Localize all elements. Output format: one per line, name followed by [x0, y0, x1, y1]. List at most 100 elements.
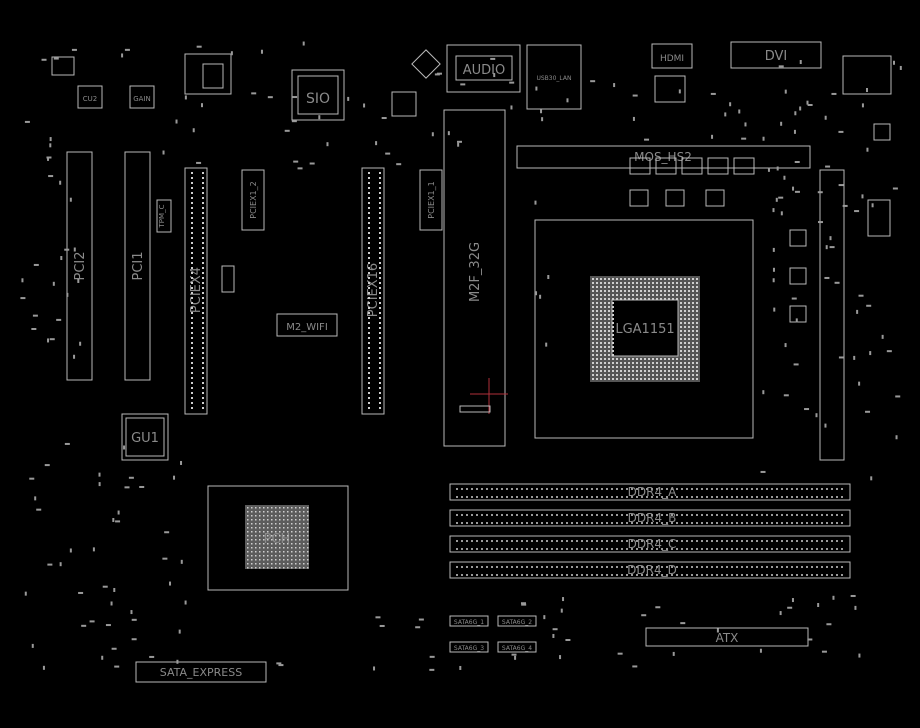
- pad: [379, 252, 381, 254]
- pad: [379, 297, 381, 299]
- pad: [616, 362, 618, 364]
- pad: [287, 567, 289, 569]
- pad: [612, 278, 614, 280]
- m2-slot: M2F_32G: [443, 109, 508, 447]
- pad: [626, 488, 628, 490]
- label-usb-lan: USB30_LAN: [536, 75, 571, 82]
- pad: [604, 366, 606, 368]
- pad: [661, 574, 663, 576]
- pad: [684, 302, 686, 304]
- pad: [259, 511, 261, 513]
- pad: [816, 522, 818, 524]
- bottom-connectors: ATX SATA_EXPRESS SATA6G_1 SATA6G_2 SATA6…: [135, 615, 809, 683]
- pad: [666, 496, 668, 498]
- pad: [604, 310, 606, 312]
- pad: [636, 290, 638, 292]
- pad: [263, 555, 265, 557]
- pad: [191, 347, 193, 349]
- pad: [202, 362, 204, 364]
- pad: [275, 523, 277, 525]
- pad: [531, 522, 533, 524]
- pad: [869, 351, 872, 356]
- pad: [801, 514, 803, 516]
- pad: [596, 548, 598, 550]
- pad: [612, 362, 614, 364]
- pad: [620, 378, 622, 380]
- pad: [644, 378, 646, 380]
- pad: [275, 527, 277, 529]
- pad: [552, 628, 558, 631]
- pad: [283, 543, 285, 545]
- pad: [379, 342, 381, 344]
- pad: [456, 548, 458, 550]
- pad: [255, 531, 257, 533]
- pad: [771, 574, 773, 576]
- pad: [692, 370, 694, 372]
- pad: [821, 496, 823, 498]
- pad: [259, 543, 261, 545]
- pad: [78, 591, 84, 594]
- pad: [696, 522, 698, 524]
- pad: [279, 507, 281, 509]
- pad: [621, 496, 623, 498]
- pad: [586, 496, 588, 498]
- pad: [783, 175, 786, 180]
- pad: [684, 334, 686, 336]
- pad: [481, 514, 483, 516]
- pad: [646, 514, 648, 516]
- pad: [612, 366, 614, 368]
- pad: [672, 378, 674, 380]
- pad: [624, 378, 626, 380]
- pad: [640, 370, 642, 372]
- pad: [841, 566, 843, 568]
- pad: [666, 540, 668, 542]
- pad: [536, 574, 538, 576]
- pad: [247, 547, 249, 549]
- pad: [283, 567, 285, 569]
- pad: [105, 624, 111, 627]
- pad: [604, 294, 606, 296]
- pad: [692, 366, 694, 368]
- pad: [586, 522, 588, 524]
- pad: [726, 496, 728, 498]
- pad: [271, 555, 273, 557]
- pad: [771, 566, 773, 568]
- pad: [307, 511, 309, 513]
- pad: [202, 407, 204, 409]
- pad: [247, 531, 249, 533]
- pad: [656, 362, 658, 364]
- pad: [307, 547, 309, 549]
- pad: [295, 515, 297, 517]
- pad: [271, 559, 273, 561]
- pad: [267, 551, 269, 553]
- pad: [526, 540, 528, 542]
- pad: [841, 496, 843, 498]
- pad: [491, 548, 493, 550]
- pad: [191, 402, 193, 404]
- pad: [684, 358, 686, 360]
- pad: [691, 574, 693, 576]
- pad: [608, 330, 610, 332]
- pad: [600, 370, 602, 372]
- pad: [636, 366, 638, 368]
- pad: [761, 522, 763, 524]
- pad: [379, 317, 381, 319]
- pad: [729, 102, 732, 107]
- pad: [640, 282, 642, 284]
- pad: [741, 137, 747, 140]
- pad: [247, 511, 249, 513]
- pad: [692, 338, 694, 340]
- pad: [696, 374, 698, 376]
- pad: [831, 540, 833, 542]
- pad: [736, 496, 738, 498]
- pad: [307, 543, 309, 545]
- pad: [686, 540, 688, 542]
- pad: [202, 377, 204, 379]
- pad: [680, 378, 682, 380]
- pad: [680, 302, 682, 304]
- pad: [600, 310, 602, 312]
- pad: [247, 563, 249, 565]
- pad: [275, 551, 277, 553]
- pad: [892, 60, 895, 65]
- pad: [596, 366, 598, 368]
